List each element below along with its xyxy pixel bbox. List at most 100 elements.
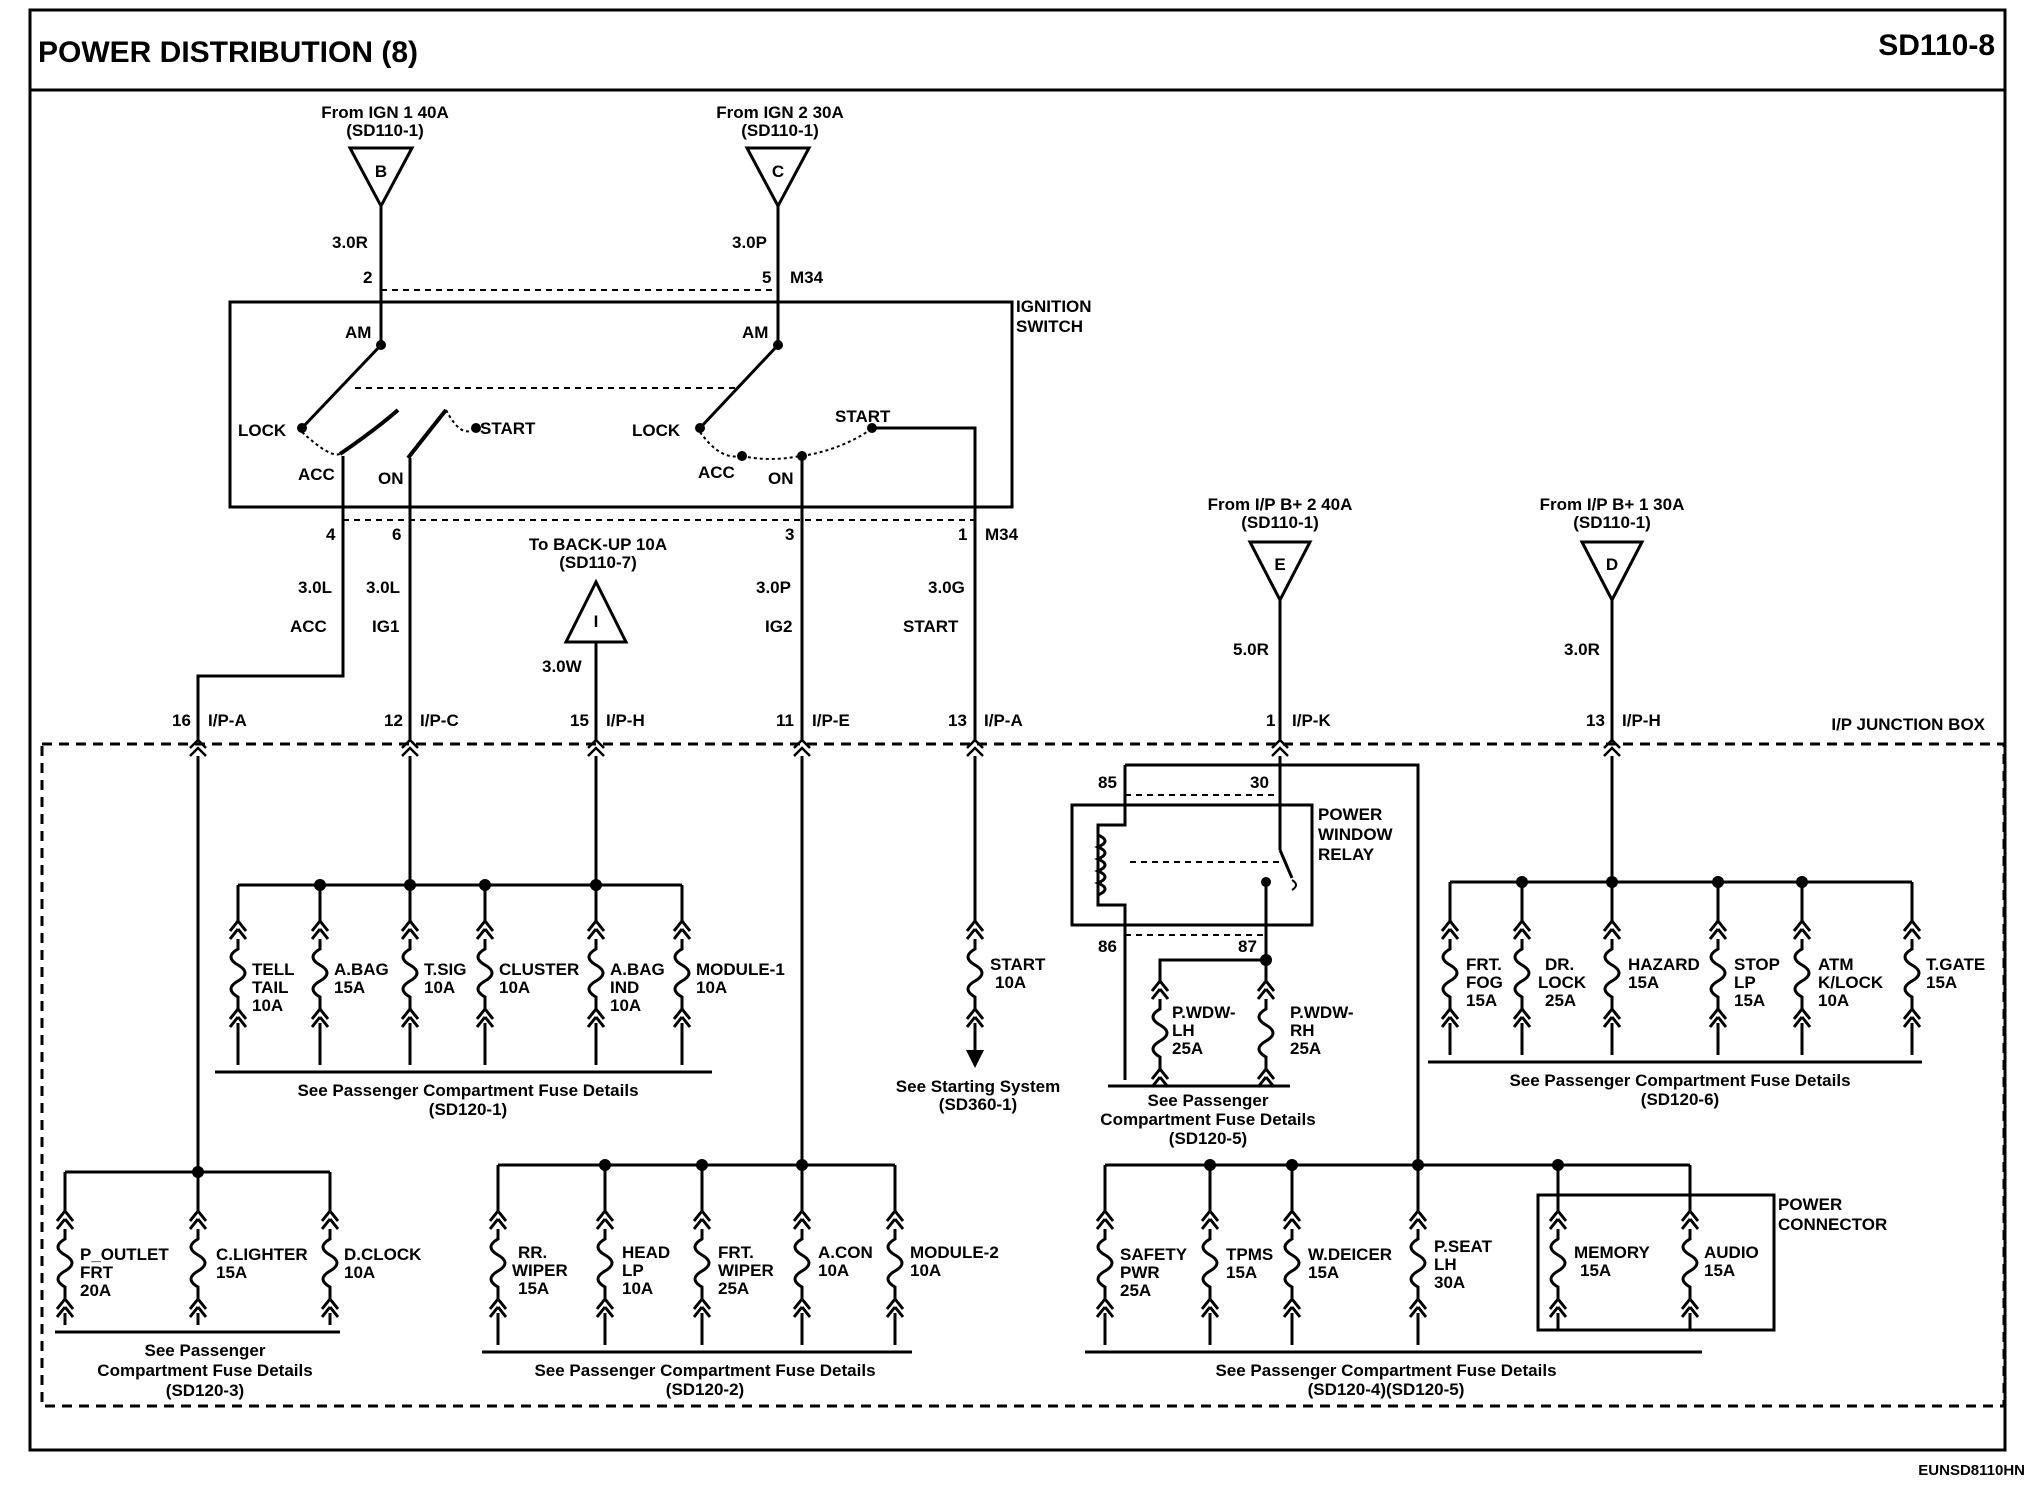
connector-d-letter: D — [1606, 555, 1618, 574]
pwdw-note-1: See Passenger — [1148, 1091, 1269, 1110]
wire-b-label: 3.0R — [332, 233, 368, 252]
fuse-gap — [794, 1213, 810, 1313]
start-left: START — [480, 419, 536, 438]
bplus2-note-2: (SD120-4)(SD120-5) — [1308, 1380, 1465, 1399]
fuse-icon — [1602, 920, 1622, 1028]
entry-chevrons — [189, 738, 1621, 757]
fuse-rating: 25A — [1120, 1281, 1151, 1300]
ig2-note-2: (SD120-2) — [666, 1380, 744, 1399]
fuse-icon — [885, 1210, 905, 1318]
fuse-label-line: P.SEAT — [1434, 1237, 1493, 1256]
fuse-label-line: D.CLOCK — [344, 1245, 422, 1264]
jb-pin-11: 11 — [776, 711, 794, 730]
acc-right: ACC — [698, 463, 735, 482]
bplus1-note-2: (SD120-6) — [1641, 1090, 1719, 1109]
am-right: AM — [742, 323, 768, 342]
fuse-rating: 15A — [1628, 973, 1659, 992]
fuse-icon — [586, 920, 606, 1028]
acc-note-1: See Passenger — [145, 1341, 266, 1360]
relay-pin-87: 87 — [1238, 937, 1257, 956]
fuse-icon — [1512, 920, 1532, 1028]
fuse-label-line: STOP — [1734, 955, 1780, 974]
fuse-label-line: FRT — [80, 1263, 114, 1282]
fuse-tell-tail: TELL TAIL 10A — [252, 960, 295, 1015]
fuse-head-lp: HEAD LP 10A — [622, 1243, 670, 1298]
start-right: START — [835, 407, 891, 426]
fuse-label-line: WIPER — [718, 1261, 774, 1280]
fuse-symbols — [55, 920, 1922, 1318]
fuse-icon — [595, 1210, 615, 1318]
source-b-from: From IGN 1 40A — [321, 103, 449, 122]
fuse-stop-lp: STOP LP 15A — [1734, 955, 1780, 1010]
wire-ig2-name: IG2 — [765, 617, 792, 636]
power-connector-label-1: POWER — [1778, 1195, 1842, 1214]
fuse-label-line: LP — [622, 1261, 644, 1280]
fuse-label-line: P.WDW- — [1290, 1003, 1354, 1022]
fuse-icon — [965, 920, 985, 1028]
source-d: From I/P B+ 1 30A (SD110-1) D 3.0R — [1540, 495, 1684, 740]
fuse-icon — [692, 1210, 712, 1318]
relay-pin-30: 30 — [1250, 773, 1269, 792]
fuse-rating: 15A — [1226, 1263, 1257, 1282]
fuse-icon — [1708, 920, 1728, 1028]
wire-start-name: START — [903, 617, 959, 636]
fuse-rating: 25A — [1545, 991, 1576, 1010]
jb-conn-iph-2: I/P-H — [1622, 711, 1661, 730]
pin-5: 5 — [762, 268, 771, 287]
fuse-safety-pwr: SAFETY PWR 25A — [1120, 1245, 1188, 1300]
power-window-relay: 85 30 POWER WINDOW RELAY 86 87 — [1070, 763, 1420, 1165]
fuse-label-line: P_OUTLET — [80, 1245, 169, 1264]
fuse-label-line: LH — [1172, 1021, 1195, 1040]
fuse-c-lighter: C.LIGHTER 15A — [216, 1245, 308, 1282]
fuse-a-con: A.CON 10A — [818, 1243, 873, 1280]
fuse-module-2: MODULE-2 10A — [910, 1243, 999, 1280]
diagram-frame — [28, 8, 2007, 1452]
fuse-icon — [320, 1210, 340, 1318]
fuse-gap — [57, 1213, 73, 1313]
fuse-pwdw-lh: P.WDW- LH 25A — [1172, 1003, 1236, 1058]
fuse-icon — [1095, 1210, 1115, 1318]
jb-pin-16: 16 — [172, 711, 191, 730]
pin-4: 4 — [326, 525, 336, 544]
fuse-audio: AUDIO 15A — [1704, 1243, 1759, 1280]
fuse-gap — [1410, 1213, 1426, 1313]
source-e-from: From I/P B+ 2 40A — [1208, 495, 1353, 514]
wire-ig1-size: 3.0L — [366, 578, 400, 597]
fuse-label-line: HAZARD — [1628, 955, 1700, 974]
relay-name-1: POWER — [1318, 805, 1382, 824]
fuse-rating: 10A — [696, 978, 727, 997]
fuse-atm-klock: ATM K/LOCK 10A — [1818, 955, 1884, 1010]
fuse-gap — [230, 923, 246, 1023]
fuse-rating: 15A — [334, 978, 365, 997]
fuse-gap — [490, 1213, 506, 1313]
fuse-gap — [312, 923, 328, 1023]
fuse-rating: 20A — [80, 1281, 111, 1300]
jb-conn-iph-1: I/P-H — [606, 711, 645, 730]
fuse-gap — [1604, 923, 1620, 1023]
source-c-ref: (SD110-1) — [741, 121, 818, 140]
fuse-tgate: T.GATE 15A — [1926, 955, 1985, 992]
fuse-label-line: IND — [610, 978, 639, 997]
relay-pin-86: 86 — [1098, 937, 1117, 956]
fuse-pwdw-rh: P.WDW- RH 25A — [1290, 1003, 1354, 1058]
fuse-label-line: TAIL — [252, 978, 289, 997]
start-note-2: (SD360-1) — [939, 1095, 1017, 1114]
fuse-icon — [1680, 1210, 1700, 1318]
wire-c-label: 3.0P — [732, 233, 767, 252]
fuse-icon — [792, 1210, 812, 1318]
fuse-gap — [588, 923, 604, 1023]
fuse-icon — [400, 920, 420, 1028]
acc-left: ACC — [298, 465, 335, 484]
pin-6: 6 — [392, 525, 401, 544]
connector-e-letter: E — [1274, 555, 1285, 574]
fuse-icon — [310, 920, 330, 1028]
pin-2: 2 — [363, 268, 372, 287]
jb-conn-ipc: I/P-C — [420, 711, 459, 730]
fuse-icon — [475, 920, 495, 1028]
acc-note-2: Compartment Fuse Details — [97, 1361, 312, 1380]
power-connector-box — [1536, 1193, 1776, 1332]
page-title: POWER DISTRIBUTION (8) — [38, 36, 418, 69]
relay-name-2: WINDOW — [1318, 825, 1394, 844]
ig2-note-1: See Passenger Compartment Fuse Details — [534, 1361, 875, 1380]
